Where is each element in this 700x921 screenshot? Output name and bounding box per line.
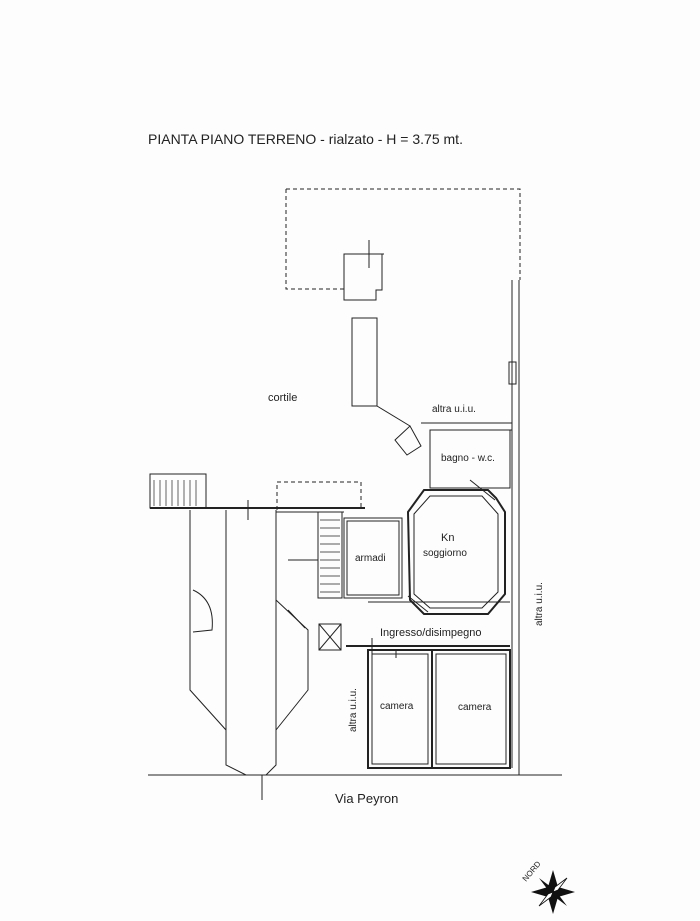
bedroom-right-inner bbox=[435, 653, 507, 765]
door-mark bbox=[469, 479, 496, 501]
wardrobes-room bbox=[343, 517, 403, 599]
annex-structure bbox=[343, 253, 383, 301]
corner-element bbox=[394, 425, 422, 456]
lift-shaft bbox=[318, 623, 342, 651]
living-room-inner bbox=[413, 495, 499, 609]
diagonal-wall bbox=[376, 405, 411, 427]
label-bedroom-left: camera bbox=[380, 701, 414, 712]
courtyard-dashed-left bbox=[285, 189, 344, 290]
label-courtyard: cortile bbox=[268, 392, 297, 404]
label-kitchenette: Kn bbox=[441, 532, 454, 544]
neighbour-wall-right bbox=[275, 599, 309, 731]
lift-cross bbox=[318, 623, 342, 651]
label-other-unit-right: altra u.i.u. bbox=[534, 582, 545, 626]
living-room-walls bbox=[406, 489, 506, 615]
compass-north-label: NORD bbox=[521, 859, 543, 883]
bathroom-room bbox=[429, 429, 511, 489]
boundary-marker bbox=[508, 361, 517, 385]
spiral-stair bbox=[192, 589, 213, 633]
bedroom-right-walls bbox=[431, 649, 511, 769]
stair-treads bbox=[320, 519, 340, 593]
plan-title: PIANTA PIANO TERRENO - rialzato - H = 3.… bbox=[148, 131, 463, 147]
label-other-unit-top: altra u.i.u. bbox=[432, 404, 476, 415]
label-wardrobes: armadi bbox=[355, 553, 386, 564]
label-living-room: soggiorno bbox=[423, 548, 467, 559]
door-mark bbox=[287, 609, 306, 629]
canopy-dashed bbox=[276, 481, 362, 510]
bedroom-left-inner bbox=[371, 653, 429, 765]
label-bathroom: bagno - w.c. bbox=[441, 453, 495, 464]
door-mark bbox=[407, 595, 429, 613]
label-street: Via Peyron bbox=[335, 791, 398, 806]
neighbour-stairwell bbox=[225, 510, 277, 776]
label-bedroom-right: camera bbox=[458, 702, 492, 713]
compass-rose-icon bbox=[531, 870, 575, 914]
stair-block bbox=[317, 511, 343, 599]
label-entrance: Ingresso/disimpegno bbox=[380, 627, 482, 639]
balcony bbox=[149, 473, 207, 509]
label-other-unit-left: altra u.i.u. bbox=[348, 688, 359, 732]
balcony-hatch bbox=[153, 480, 197, 506]
neighbour-wall-left bbox=[189, 510, 227, 731]
narrow-block bbox=[351, 317, 378, 407]
wardrobes-inner bbox=[346, 520, 400, 596]
courtyard-dashed-outline bbox=[286, 188, 521, 280]
